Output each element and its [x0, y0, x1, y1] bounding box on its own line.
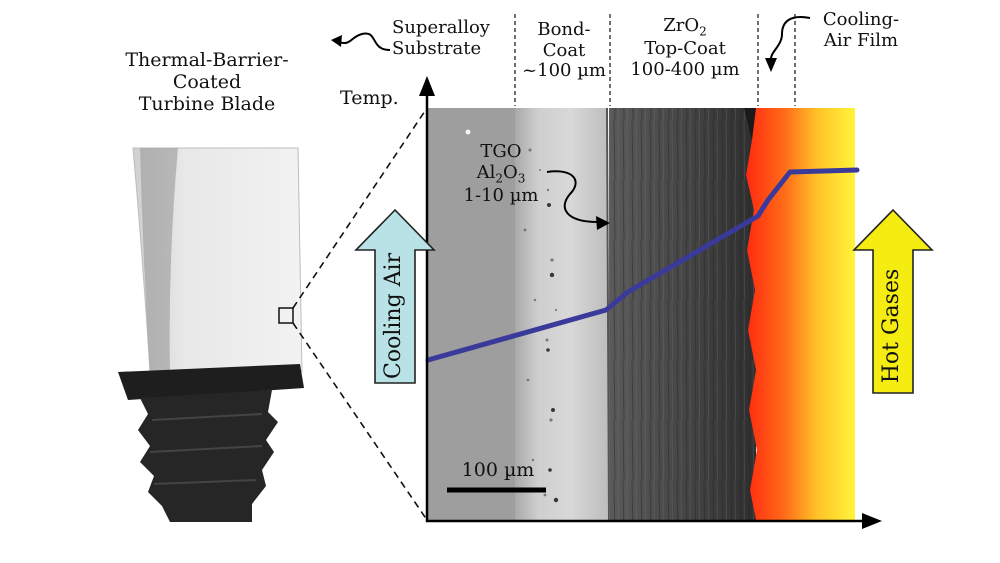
bondcoat-label: Bond- Coat ~100 µm	[516, 19, 612, 82]
micrograph	[428, 107, 855, 521]
flame-region	[746, 108, 855, 520]
tgo-label: TGO Al2O3 1-10 µm	[446, 141, 556, 207]
film-label-line-1: Cooling-	[822, 9, 900, 30]
substrate-label: Superalloy Substrate	[392, 17, 490, 59]
tgo-label-line-1: TGO	[480, 141, 522, 162]
blade-label-line-1: Thermal-Barrier-	[125, 49, 289, 71]
x-axis-arrowhead	[862, 513, 882, 529]
scale-bar-label: 100 µm	[461, 459, 535, 481]
film-label: Cooling- Air Film	[806, 9, 916, 51]
topcoat-label-line-3: 100-400 µm	[630, 59, 740, 81]
substrate-squiggle-arrow	[337, 32, 391, 51]
cooling-air-label: Cooling Air	[381, 252, 406, 379]
tgo-label-line-3: 1-10 µm	[463, 185, 539, 207]
substrate-layer	[428, 108, 515, 520]
tgo-layer	[606, 107, 610, 521]
hot-gases-label: Hot Gases	[879, 268, 904, 384]
blade-label: Thermal-Barrier- Coated Turbine Blade	[112, 49, 302, 116]
topcoat-label-line-2: Top-Coat	[644, 38, 726, 60]
axis-label-temp: Temp.	[340, 87, 399, 109]
blade-label-line-3: Turbine Blade	[138, 92, 276, 115]
blade-label-line-2: Coated	[172, 70, 242, 93]
topcoat-label: ZrO2 Top-Coat 100-400 µm	[612, 15, 758, 81]
y-axis-arrowhead	[419, 76, 435, 96]
zoom-line-bottom	[292, 322, 428, 521]
zoom-line-top	[292, 107, 428, 309]
hot-gases-arrow	[852, 208, 934, 394]
tgo-squiggle-arrow	[546, 170, 599, 223]
cooling-air-arrow	[354, 208, 436, 384]
bondcoat-label-line-2: Coat	[542, 39, 586, 61]
blade-root	[138, 390, 278, 522]
film-squiggle-arrow	[769, 16, 811, 61]
substrate-label-line-1: Superalloy	[392, 17, 490, 38]
substrate-label-line-2: Substrate	[392, 37, 482, 59]
turbine-blade	[118, 147, 304, 522]
film-label-line-2: Air Film	[823, 29, 899, 51]
topcoat-label-line-1: ZrO2	[663, 15, 707, 39]
temperature-curve	[425, 167, 860, 363]
bondcoat-label-line-3: ~100 µm	[522, 60, 606, 82]
blade-twist-shading	[140, 148, 178, 372]
bondcoat-label-line-1: Bond-	[537, 19, 591, 40]
tgo-label-line-2: Al2O3	[476, 161, 526, 186]
zoom-region-marker	[278, 307, 294, 324]
